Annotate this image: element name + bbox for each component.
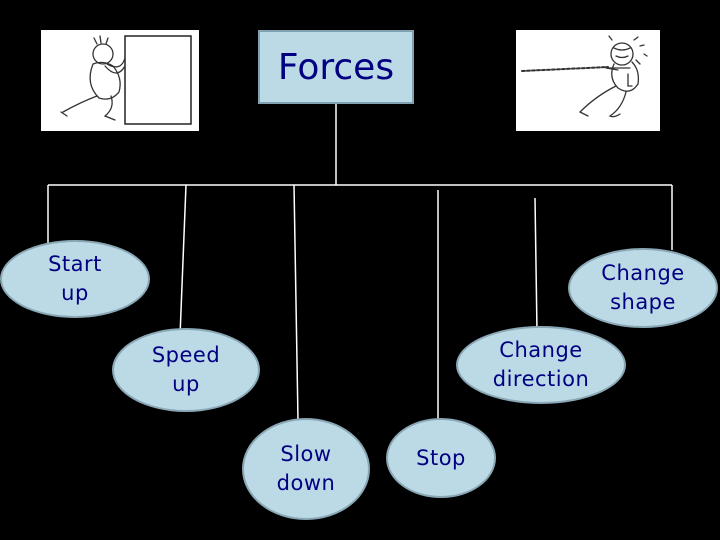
forces-title-box: Forces (258, 30, 414, 104)
slow-down-bubble: Slow down (242, 418, 370, 520)
speed-up-bubble: Speed up (112, 328, 260, 412)
change-shape-label: Change shape (601, 261, 685, 314)
speed-up-label: Speed up (151, 343, 221, 396)
start-up-bubble: Start up (0, 240, 150, 318)
stop-label: Stop (416, 445, 466, 470)
connector-slow-down (293, 184, 299, 421)
pulling-person-icon (521, 35, 648, 118)
person-pushing-door-illustration (41, 30, 199, 131)
forces-title: Forces (277, 46, 395, 88)
connector-change-direction (534, 197, 538, 333)
connector-speed-up (179, 184, 187, 337)
change-shape-bubble: Change shape (568, 248, 718, 328)
stop-bubble: Stop (386, 418, 496, 498)
change-direction-label: Change direction (492, 338, 590, 391)
person-pulling-rope-illustration (516, 30, 660, 131)
start-up-label: Start up (48, 252, 102, 305)
pushing-person-icon (60, 35, 192, 125)
change-direction-bubble: Change direction (456, 326, 626, 404)
slow-down-label: Slow down (276, 442, 336, 495)
